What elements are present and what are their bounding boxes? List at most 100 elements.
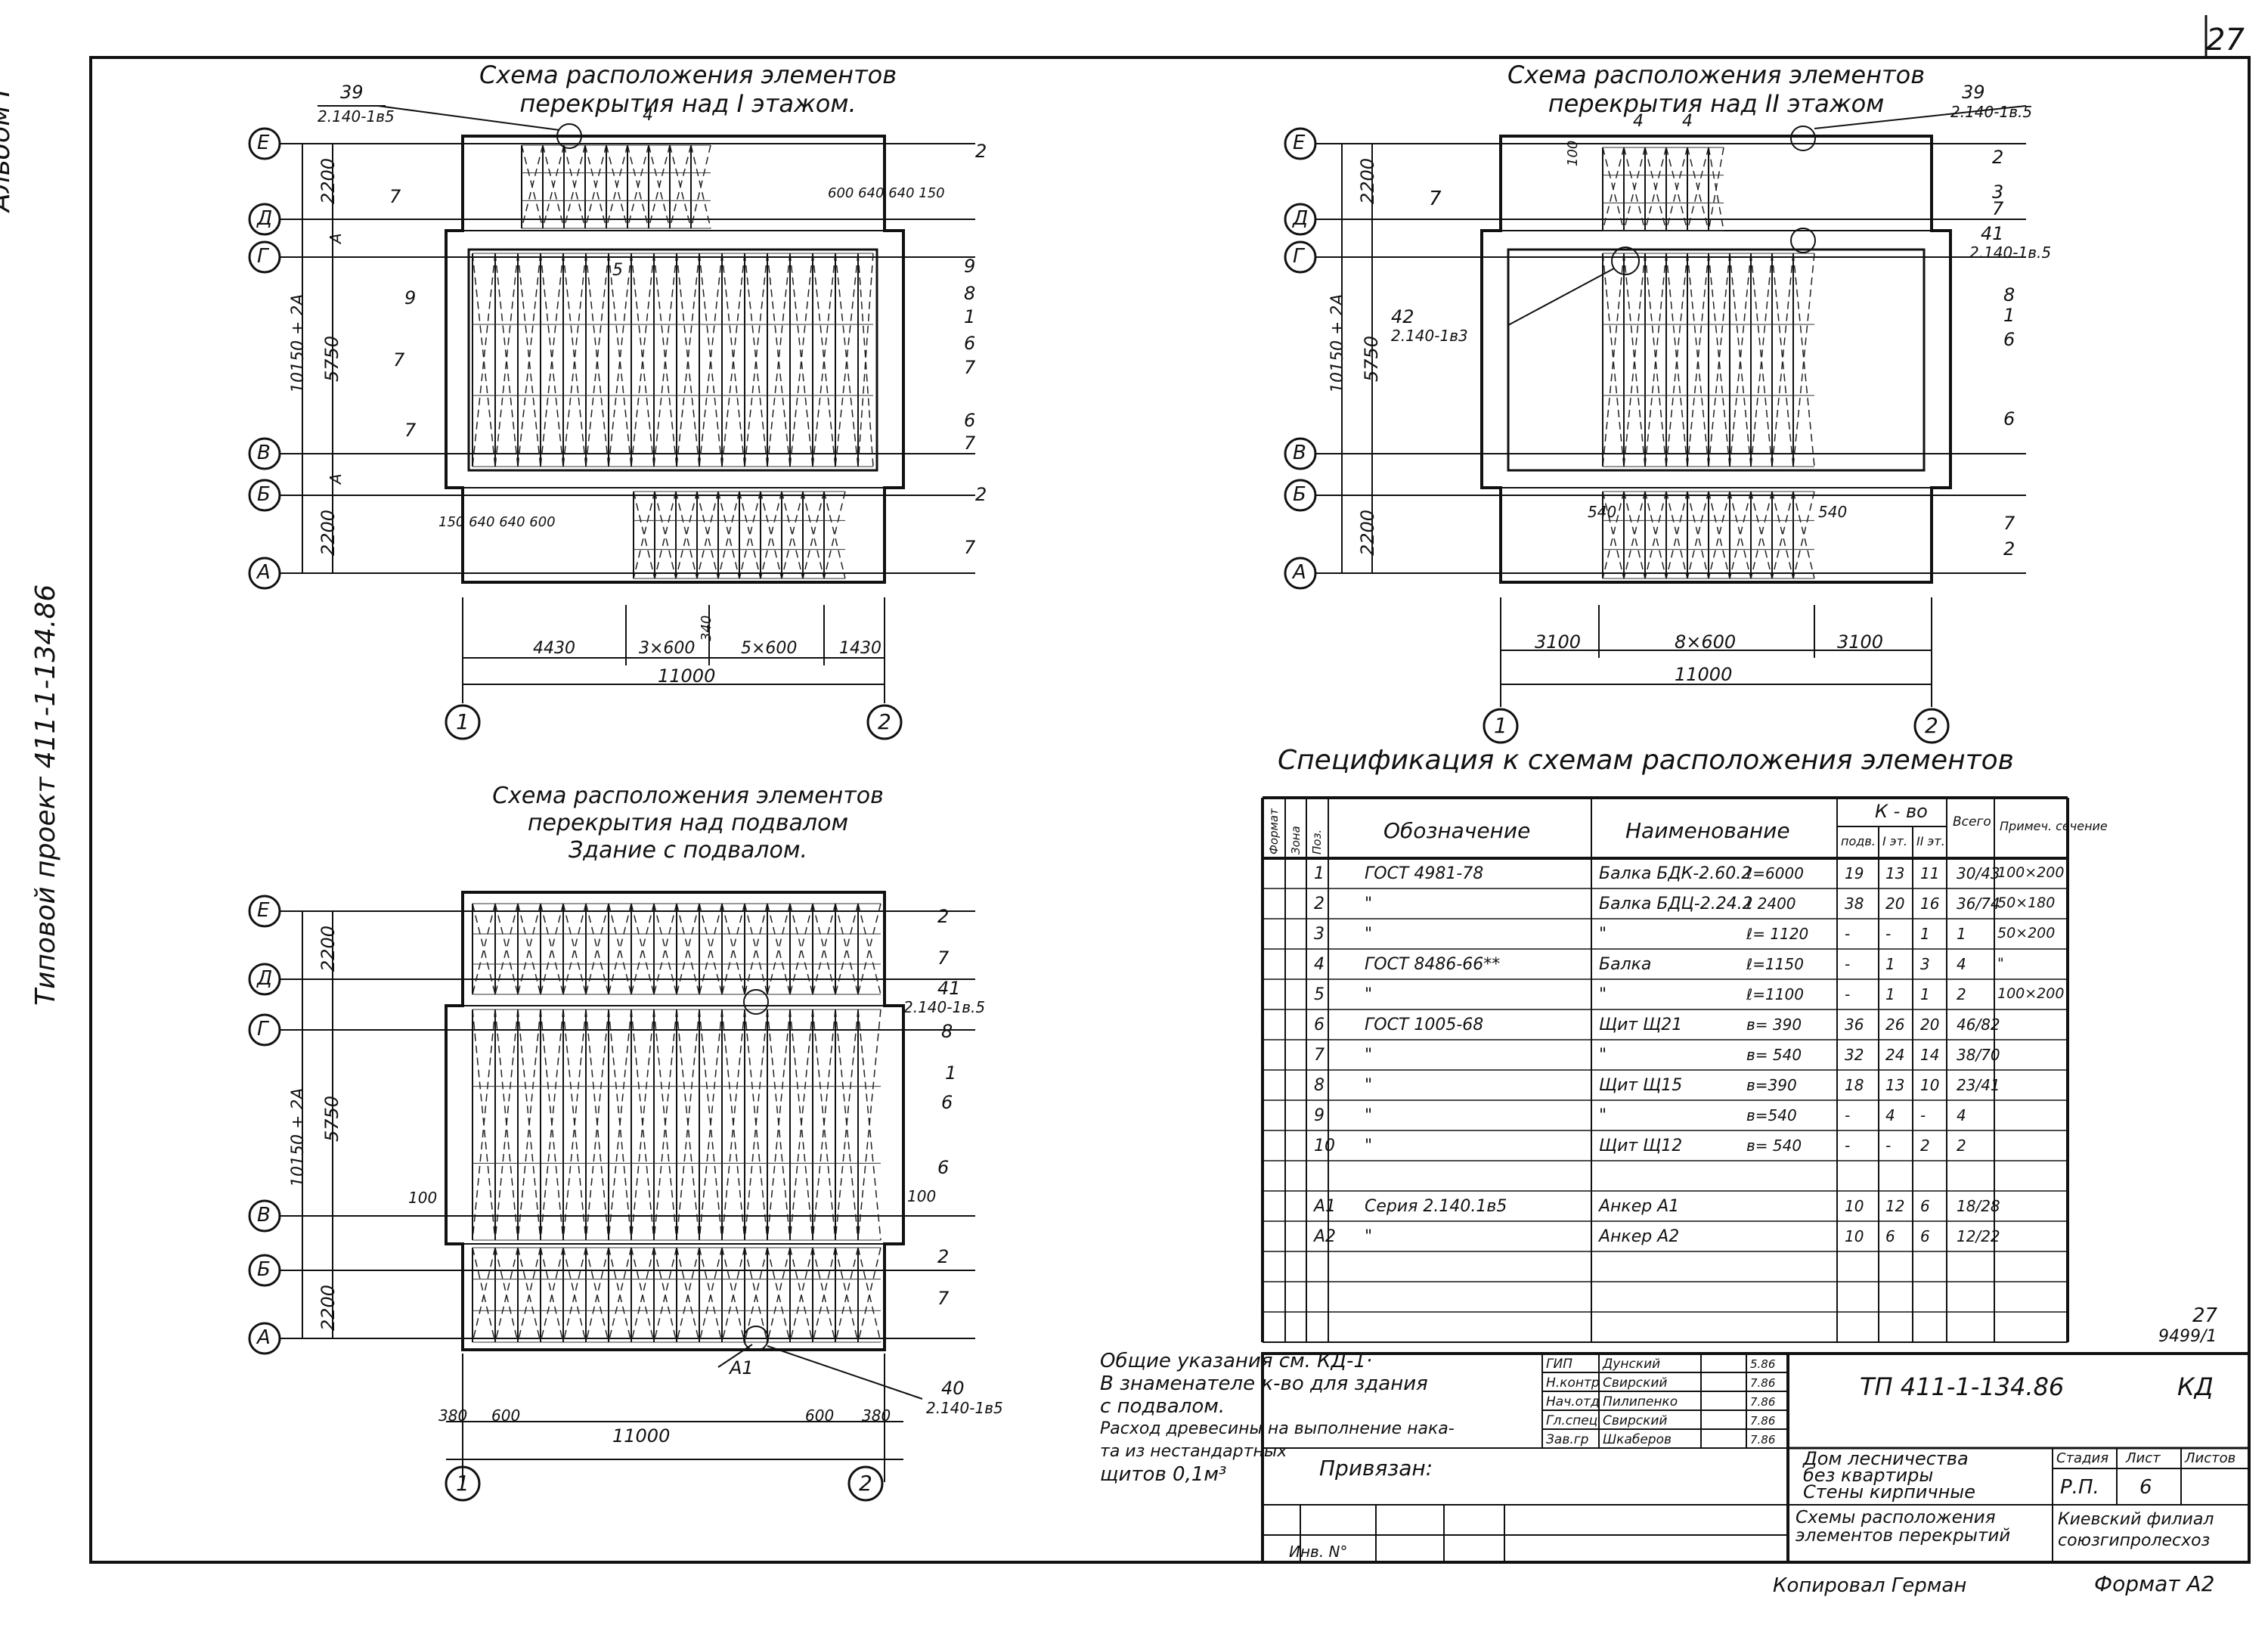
plan2-panel-hatch-main <box>1602 253 1815 467</box>
spec-cell-qty: 18 <box>1845 1076 1864 1094</box>
plan2-axis-bubbles <box>1284 127 1950 744</box>
plan3-panel-hatch-main <box>472 1009 881 1241</box>
spec-head-note: Примеч. сечение <box>2000 819 2108 833</box>
plan2-callout-right: 2 <box>1992 147 2004 168</box>
plan3-axis-bubbles <box>248 895 884 1502</box>
plan1-anchor-ref: 2.140-1в5 <box>318 107 395 126</box>
spec-cell-total: 2 <box>1957 985 1966 1003</box>
spec-cell-qty: 13 <box>1885 864 1905 882</box>
plan2-callout-right: 1 <box>2003 305 2015 326</box>
plan1-bottom-left-dims: 150 640 640 600 <box>438 514 556 530</box>
plan3-axis-label: Б <box>257 1258 271 1281</box>
plan1-callout-right: 8 <box>964 283 976 304</box>
plan2-anchor42: 42 <box>1391 306 1414 327</box>
plan3-dim: 2200 <box>318 1284 339 1331</box>
spec-head-designation: Обозначение <box>1383 818 1531 843</box>
plan2-dim: 5750 <box>1361 335 1382 382</box>
sheet-number: 27 <box>2206 23 2245 57</box>
spec-cell-qty: 6 <box>1885 1227 1895 1245</box>
plan3-dim100: 100 <box>408 1189 438 1207</box>
plan2-axis-label: Г <box>1293 245 1304 268</box>
stamp-stage-head: Стадия <box>2056 1450 2109 1466</box>
spec-head-zone: Зона <box>1289 826 1303 854</box>
plan2-dim-bottom: 3100 <box>1837 631 1884 653</box>
spec-cell-designation: " <box>1365 1137 1373 1155</box>
plan2-panel-hatch-bottom <box>1602 491 1815 579</box>
plan1-axis-label: Б <box>257 483 271 506</box>
plan2-axis-label: В <box>1293 442 1306 464</box>
plan1-dim-bottom: 3×600 <box>639 639 696 658</box>
plan1-dim-bottom: 340 <box>699 615 714 641</box>
spec-cell-total: 1 <box>1957 925 1966 943</box>
spec-cell-pos: 2 <box>1314 895 1325 913</box>
plan2-ref41: 2.140-1в.5 <box>1969 243 2052 262</box>
spec-head-name: Наименование <box>1625 818 1790 843</box>
spec-cell-qty: - <box>1845 985 1851 1003</box>
plan1-dim: 10150 + 2А <box>289 293 308 393</box>
spec-cell-qty: 10 <box>1920 1076 1940 1094</box>
plan3-axis-label: Д <box>257 967 273 990</box>
spec-cell-pos: 1 <box>1314 864 1325 883</box>
plan3-col-label: 2 <box>859 1471 872 1496</box>
plan2-dim: 2200 <box>1357 157 1378 204</box>
plan2-axis-label: Б <box>1293 483 1306 506</box>
spec-cell-qty: 11 <box>1920 864 1940 882</box>
plan2-total: 11000 <box>1675 664 1733 685</box>
spec-cell-name: Щит Щ12 <box>1599 1137 1683 1155</box>
spec-cell-pos: 10 <box>1314 1137 1335 1155</box>
spec-cell-designation: " <box>1365 985 1373 1004</box>
spec-cell-note: 100×200 <box>1997 985 2065 1002</box>
plan1-callout-left: 7 <box>389 186 401 207</box>
plan3-callout-right: 2 <box>937 906 950 927</box>
spec-cell-designation: ГОСТ 1005-68 <box>1365 1016 1484 1034</box>
plan1-callout-right: 7 <box>964 357 976 378</box>
spec-cell-length: в= 390 <box>1746 1016 1802 1034</box>
spec-cell-qty: 26 <box>1885 1016 1905 1034</box>
plan1-callout-right: 1 <box>964 306 976 327</box>
plan3-ref41: 2.140-1в.5 <box>903 998 986 1016</box>
plan3-dim: 2200 <box>318 925 339 972</box>
stamp-sheet: 6 <box>2139 1476 2152 1499</box>
plan2-callout-right: 6 <box>2003 408 2015 430</box>
plan2-dim540: 540 <box>1588 503 1617 521</box>
plan3-callout-right: 7 <box>937 1288 950 1309</box>
spec-cell-designation: Серия 2.140.1в5 <box>1365 1197 1507 1216</box>
spec-cell-length: ℓ 2400 <box>1746 895 1796 913</box>
spec-head-q-floor2: II эт. <box>1916 834 1945 848</box>
general-notes: Общие указания см. КД-1· В знаменателе к… <box>1100 1350 1455 1486</box>
spec-cell-total: 18/28 <box>1957 1197 2000 1215</box>
plan2-axis-label: Е <box>1293 132 1306 154</box>
spec-cell-length: ℓ= 1120 <box>1746 925 1809 943</box>
spec-cell-qty: 24 <box>1885 1046 1905 1064</box>
spec-cell-qty: - <box>1920 1106 1926 1124</box>
spec-cell-note: " <box>1997 955 2004 972</box>
plan2-mark: 4 <box>1633 112 1644 131</box>
spec-cell-qty: 6 <box>1920 1197 1930 1215</box>
plan3-dim-bottom: 380 <box>438 1406 468 1425</box>
plan1-dim-bottom: 5×600 <box>741 639 798 658</box>
spec-cell-pos: 6 <box>1314 1016 1325 1034</box>
plan2-dim: 10150 + 2А <box>1328 293 1347 393</box>
plan2-dim540: 540 <box>1818 503 1848 521</box>
plan1-axis-bubbles <box>248 127 903 740</box>
spec-cell-name: " <box>1599 1106 1607 1125</box>
plan1-col-label: 1 <box>456 709 469 734</box>
stamp-bound: Привязан: <box>1319 1456 1433 1481</box>
plan3-dim-bottom: 380 <box>862 1406 891 1425</box>
plan2-callout-right: 2 <box>2003 538 2015 560</box>
plan3-callout-right: 7 <box>937 947 950 969</box>
plan2-dim: 2200 <box>1357 509 1378 556</box>
plan1-axis-label: Г <box>257 245 268 268</box>
plan3-axis-label: Г <box>257 1018 268 1040</box>
spec-cell-designation: ГОСТ 8486-66** <box>1365 955 1501 974</box>
spec-cell-qty: 1 <box>1920 925 1930 943</box>
spec-cell-pos: 9 <box>1314 1106 1325 1125</box>
plan2-anchor: 39 <box>1962 82 1985 103</box>
plan2-dim100: 100 <box>1565 140 1581 166</box>
stamp-mark: КД <box>2177 1372 2214 1401</box>
